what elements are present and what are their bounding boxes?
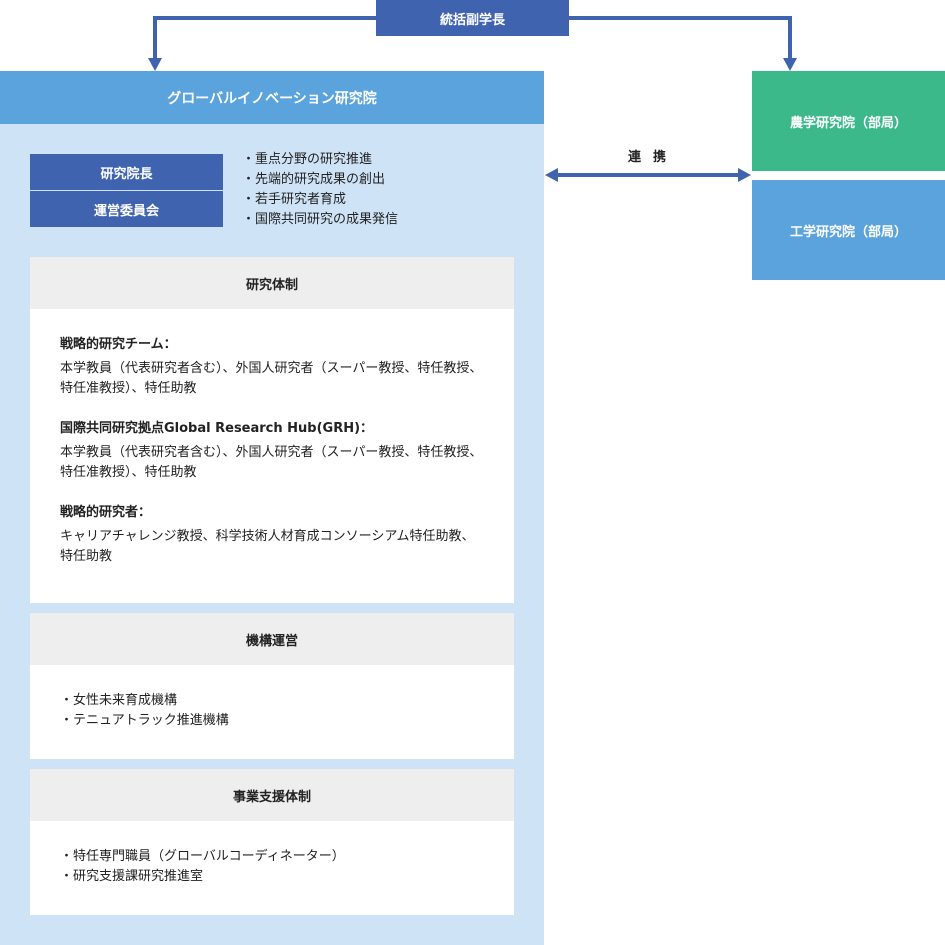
organization-section: 機構運営 ・女性未来育成機構・テニュアトラック推進機構	[30, 613, 514, 759]
list-item: ・女性未来育成機構	[60, 693, 178, 708]
block-title: 戦略的研究チーム：	[60, 337, 177, 352]
block-text: 本学教員（代表研究者含む）、外国人研究者（スーパー教授、特任教授、特任准教授）、…	[60, 361, 483, 396]
block-title: 戦略的研究者：	[60, 505, 152, 520]
section-title: 事業支援体制	[30, 769, 514, 821]
research-system-section: 研究体制 戦略的研究チーム： 本学教員（代表研究者含む）、外国人研究者（スーパー教…	[30, 257, 514, 603]
committee-box: 運営委員会	[30, 191, 223, 227]
director-box: 研究院長	[30, 154, 223, 190]
mission-list: ・重点分野の研究推進 ・先端的研究成果の創出 ・若手研究者育成 ・国際共同研究の…	[242, 150, 398, 230]
section-title: 研究体制	[30, 257, 514, 309]
support-section: 事業支援体制 ・特任専門職員（グローバルコーディネーター） ・研究支援課研究推進室	[30, 769, 514, 915]
engineering-box: 工学研究院（部局）	[752, 180, 945, 280]
link-label: 連携	[628, 150, 679, 165]
block-title: 国際共同研究拠点Global Research Hub(GRH)：	[60, 421, 374, 436]
list-item: ・テニュアトラック推進機構	[60, 713, 229, 728]
block-text: 本学教員（代表研究者含む）、外国人研究者（スーパー教授、特任教授、特任准教授）、…	[60, 445, 483, 480]
list-item: ・特任専門職員（グローバルコーディネーター）	[60, 849, 345, 864]
institute-title: グローバルイノベーション研究院	[0, 71, 544, 124]
agriculture-box: 農学研究院（部局）	[752, 71, 945, 171]
vice-president-box: 統括副学長	[376, 0, 569, 36]
mission-item: ・国際共同研究の成果発信	[242, 212, 399, 227]
mission-item: ・重点分野の研究推進	[242, 152, 373, 167]
mission-item: ・先端的研究成果の創出	[242, 172, 386, 187]
mission-item: ・若手研究者育成	[242, 192, 347, 207]
section-title: 機構運営	[30, 613, 514, 665]
list-item: ・研究支援課研究推進室	[60, 869, 204, 884]
block-text: キャリアチャレンジ教授、科学技術人材育成コンソーシアム特任助教、特任助教	[60, 529, 475, 564]
